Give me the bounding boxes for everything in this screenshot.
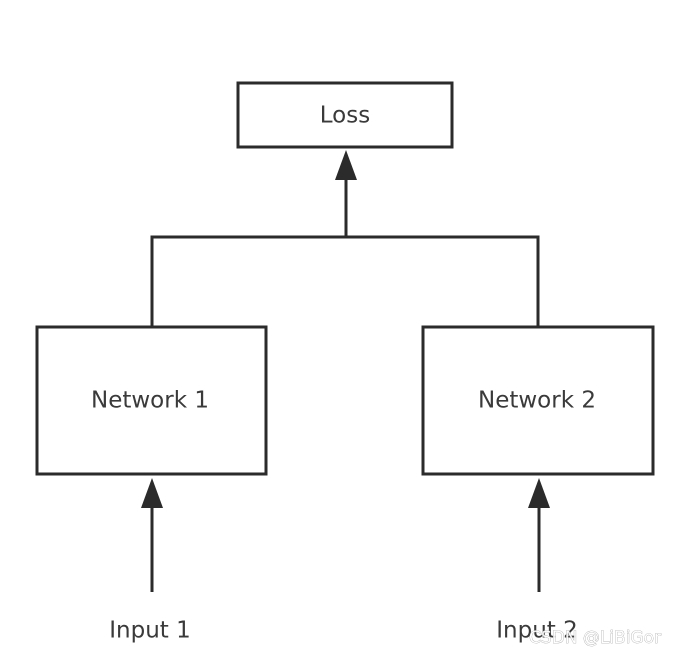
csdn-watermark: CSDN @LiBiGor xyxy=(529,628,661,648)
input-1-label: Input 1 xyxy=(109,618,191,644)
network-2-label: Network 2 xyxy=(478,388,596,414)
loss-arrowhead xyxy=(335,150,357,180)
loss-node: Loss xyxy=(236,81,454,149)
input-1-connector xyxy=(141,478,163,592)
loss-box xyxy=(236,81,454,149)
network-2-node: Network 2 xyxy=(421,325,655,476)
merge-line xyxy=(150,235,540,326)
network-1-box xyxy=(35,325,268,476)
input-1-arrowhead xyxy=(141,478,163,508)
input-2-connector xyxy=(528,478,550,592)
input-2-arrowhead xyxy=(528,478,550,508)
input-2-label: Input 2 xyxy=(496,618,578,644)
network-1-node: Network 1 xyxy=(35,325,268,476)
merge-connector xyxy=(150,150,540,326)
network-2-box xyxy=(421,325,655,476)
loss-label: Loss xyxy=(320,103,370,129)
network-1-label: Network 1 xyxy=(91,388,209,414)
